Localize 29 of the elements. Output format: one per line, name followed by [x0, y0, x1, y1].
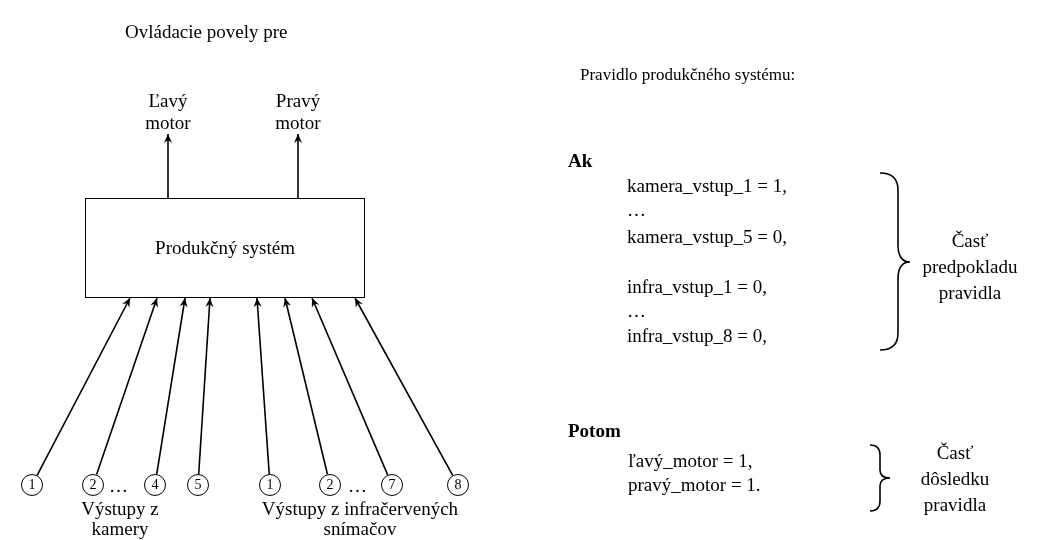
arrow — [95, 297, 158, 476]
rule-line: ľavý_motor = 1, — [628, 449, 753, 473]
rule-line: infra_vstup_1 = 0, — [627, 275, 767, 299]
output-label: Ľavý motor — [123, 86, 213, 134]
brace-label: Časť predpokladu pravidla — [921, 229, 1019, 305]
rule-line: infra_vstup_8 = 0, — [627, 324, 767, 348]
process-box: Produkčný systém — [85, 198, 365, 298]
arrow — [311, 297, 389, 476]
arrow — [197, 297, 214, 475]
brace-label: Časť dôsledku pravidla — [919, 441, 991, 517]
arrow — [294, 133, 302, 199]
arrow — [283, 297, 329, 476]
keyword: Ak — [568, 149, 593, 173]
ellipsis: … — [627, 198, 646, 222]
keyword: Potom — [568, 419, 621, 443]
ellipsis: … — [348, 474, 367, 498]
caption: Výstupy z kamery — [80, 499, 160, 539]
arrow — [253, 297, 271, 475]
rule-line: pravý_motor = 1. — [628, 473, 761, 497]
ellipsis: … — [627, 299, 646, 323]
heading: Pravidlo produkčného systému: — [580, 64, 796, 86]
heading: Ovládacie povely pre — [125, 20, 288, 44]
arrow — [164, 133, 172, 199]
ellipsis: … — [109, 474, 128, 498]
rule-line: kamera_vstup_1 = 1, — [627, 174, 788, 198]
rule-line: kamera_vstup_5 = 0, — [627, 225, 788, 249]
caption: Výstupy z infračervených snímačov — [260, 499, 460, 539]
arrow — [155, 297, 188, 475]
output-label: Pravý motor — [253, 86, 343, 134]
